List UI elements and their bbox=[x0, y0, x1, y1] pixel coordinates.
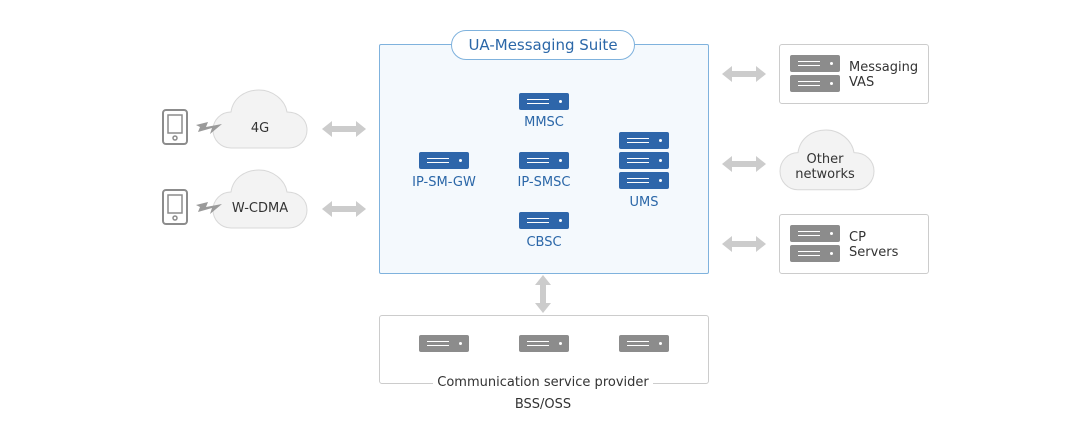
double-arrow-icon bbox=[322, 121, 366, 137]
suite-title: UA-Messaging Suite bbox=[451, 30, 635, 60]
server-icon bbox=[519, 93, 569, 110]
double-arrow-icon bbox=[722, 66, 766, 82]
label-other: Other bbox=[806, 152, 844, 167]
phone-icon bbox=[162, 189, 188, 225]
phone-icon bbox=[162, 109, 188, 145]
double-arrow-icon bbox=[535, 275, 551, 313]
label-cp: CP bbox=[849, 230, 866, 245]
server-icon bbox=[790, 55, 840, 72]
server-icon bbox=[619, 132, 669, 149]
double-arrow-icon bbox=[322, 201, 366, 217]
server-icon bbox=[419, 152, 469, 169]
server-icon bbox=[519, 335, 569, 352]
cloud-4g bbox=[212, 89, 308, 149]
server-icon bbox=[619, 152, 669, 169]
messaging-vas-box bbox=[779, 44, 929, 104]
label-cbsc: CBSC bbox=[526, 235, 562, 250]
label-ip-smsc: IP-SMSC bbox=[517, 175, 571, 190]
cp-servers-box bbox=[779, 214, 929, 274]
server-icon bbox=[619, 335, 669, 352]
label-ums: UMS bbox=[629, 195, 659, 210]
server-icon bbox=[419, 335, 469, 352]
server-icon bbox=[519, 212, 569, 229]
server-icon bbox=[790, 245, 840, 262]
label-mmsc: MMSC bbox=[524, 115, 564, 130]
label-ip-sm-gw: IP-SM-GW bbox=[412, 175, 476, 190]
server-icon bbox=[790, 75, 840, 92]
label-csp: Communication service provider bbox=[433, 374, 653, 392]
label-bss-oss: BSS/OSS bbox=[514, 397, 572, 412]
label-messaging: Messaging bbox=[849, 60, 919, 75]
server-icon bbox=[790, 225, 840, 242]
label-networks: networks bbox=[795, 167, 855, 182]
label-vas: VAS bbox=[849, 75, 875, 90]
double-arrow-icon bbox=[722, 156, 766, 172]
cloud-wcdma bbox=[212, 169, 308, 229]
label-servers: Servers bbox=[849, 245, 899, 260]
server-icon bbox=[619, 172, 669, 189]
label-wcdma: W-CDMA bbox=[231, 201, 289, 216]
label-4g: 4G bbox=[250, 121, 270, 136]
double-arrow-icon bbox=[722, 236, 766, 252]
server-icon bbox=[519, 152, 569, 169]
